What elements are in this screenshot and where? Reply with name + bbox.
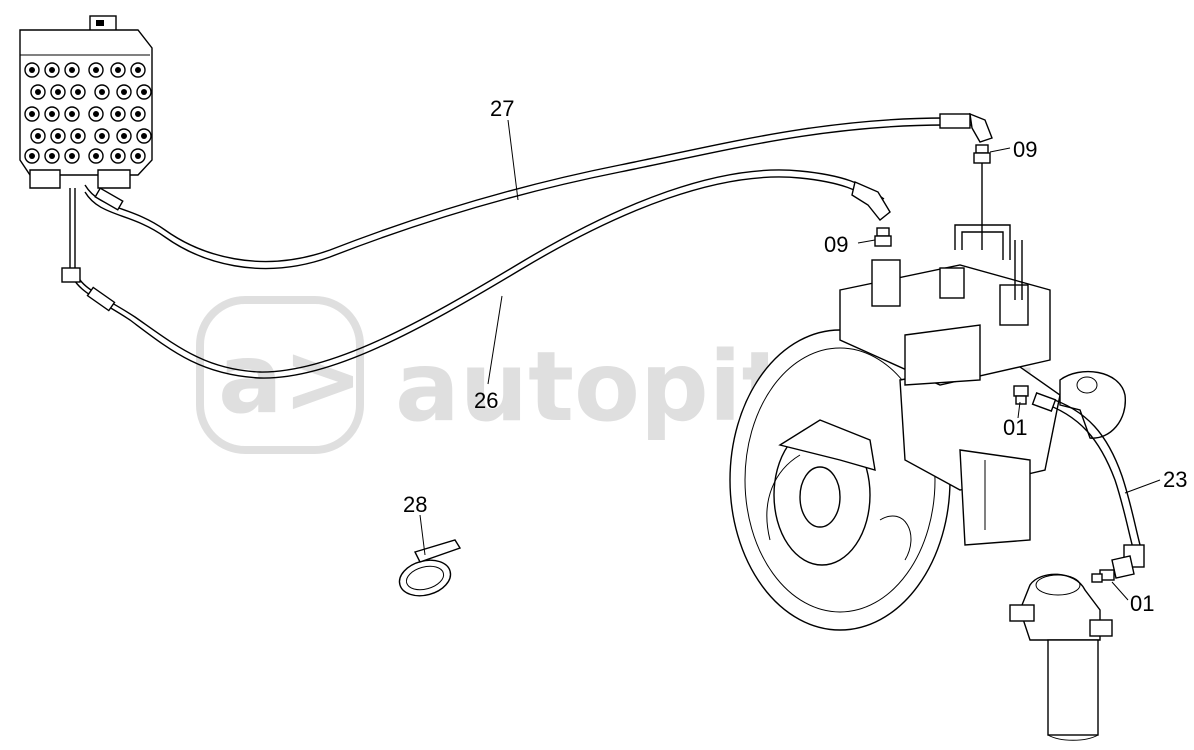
callout-23: 23: [1163, 467, 1187, 492]
port-center-icon: [49, 111, 55, 117]
hose-26: [61, 169, 891, 379]
fitting-09-right: [973, 144, 991, 250]
port-center-icon: [121, 89, 127, 95]
callout-26: 26: [474, 388, 498, 413]
port-center-icon: [35, 133, 41, 139]
port-center-icon: [135, 153, 141, 159]
fitting-09-left: [874, 227, 892, 247]
callout-27: 27: [490, 96, 514, 121]
port-center-icon: [75, 89, 81, 95]
port-center-icon: [115, 153, 121, 159]
callout-09-right: 09: [1013, 137, 1037, 162]
port-center-icon: [49, 153, 55, 159]
port-center-icon: [29, 67, 35, 73]
port-center-icon: [69, 111, 75, 117]
port-center-icon: [141, 133, 147, 139]
port-center-icon: [121, 133, 127, 139]
port-center-icon: [29, 153, 35, 159]
port-center-icon: [115, 67, 121, 73]
callout-01-pump: 01: [1003, 415, 1027, 440]
port-center-icon: [69, 67, 75, 73]
callout-01-filter: 01: [1130, 591, 1154, 616]
callout-09-left: 09: [824, 232, 848, 257]
port-center-icon: [99, 89, 105, 95]
clamp-28: [398, 539, 462, 597]
port-center-icon: [29, 111, 35, 117]
hose-23: [1031, 392, 1145, 579]
port-center-icon: [69, 153, 75, 159]
port-center-icon: [93, 153, 99, 159]
watermark-badge-icon: [196, 296, 364, 454]
leader-lines: [419, 119, 1161, 601]
port-center-icon: [135, 67, 141, 73]
filter-unit: [1009, 573, 1113, 741]
port-center-icon: [115, 111, 121, 117]
fitting-01-filter: [1091, 569, 1115, 583]
port-center-icon: [141, 89, 147, 95]
port-center-icon: [55, 133, 61, 139]
callout-28: 28: [403, 492, 427, 517]
control-valve-block: [19, 15, 153, 189]
port-center-icon: [93, 111, 99, 117]
port-center-icon: [135, 111, 141, 117]
fitting-01-pump: [1013, 385, 1029, 405]
port-center-icon: [55, 89, 61, 95]
watermark-mark: a>: [218, 323, 363, 435]
port-center-icon: [35, 89, 41, 95]
callouts: 27 26 09 09 01 01 23 28: [403, 96, 1187, 616]
port-center-icon: [99, 133, 105, 139]
pump-assembly: [729, 224, 1126, 631]
hose-27: [84, 112, 993, 270]
port-center-icon: [75, 133, 81, 139]
port-center-icon: [49, 67, 55, 73]
port-center-icon: [93, 67, 99, 73]
